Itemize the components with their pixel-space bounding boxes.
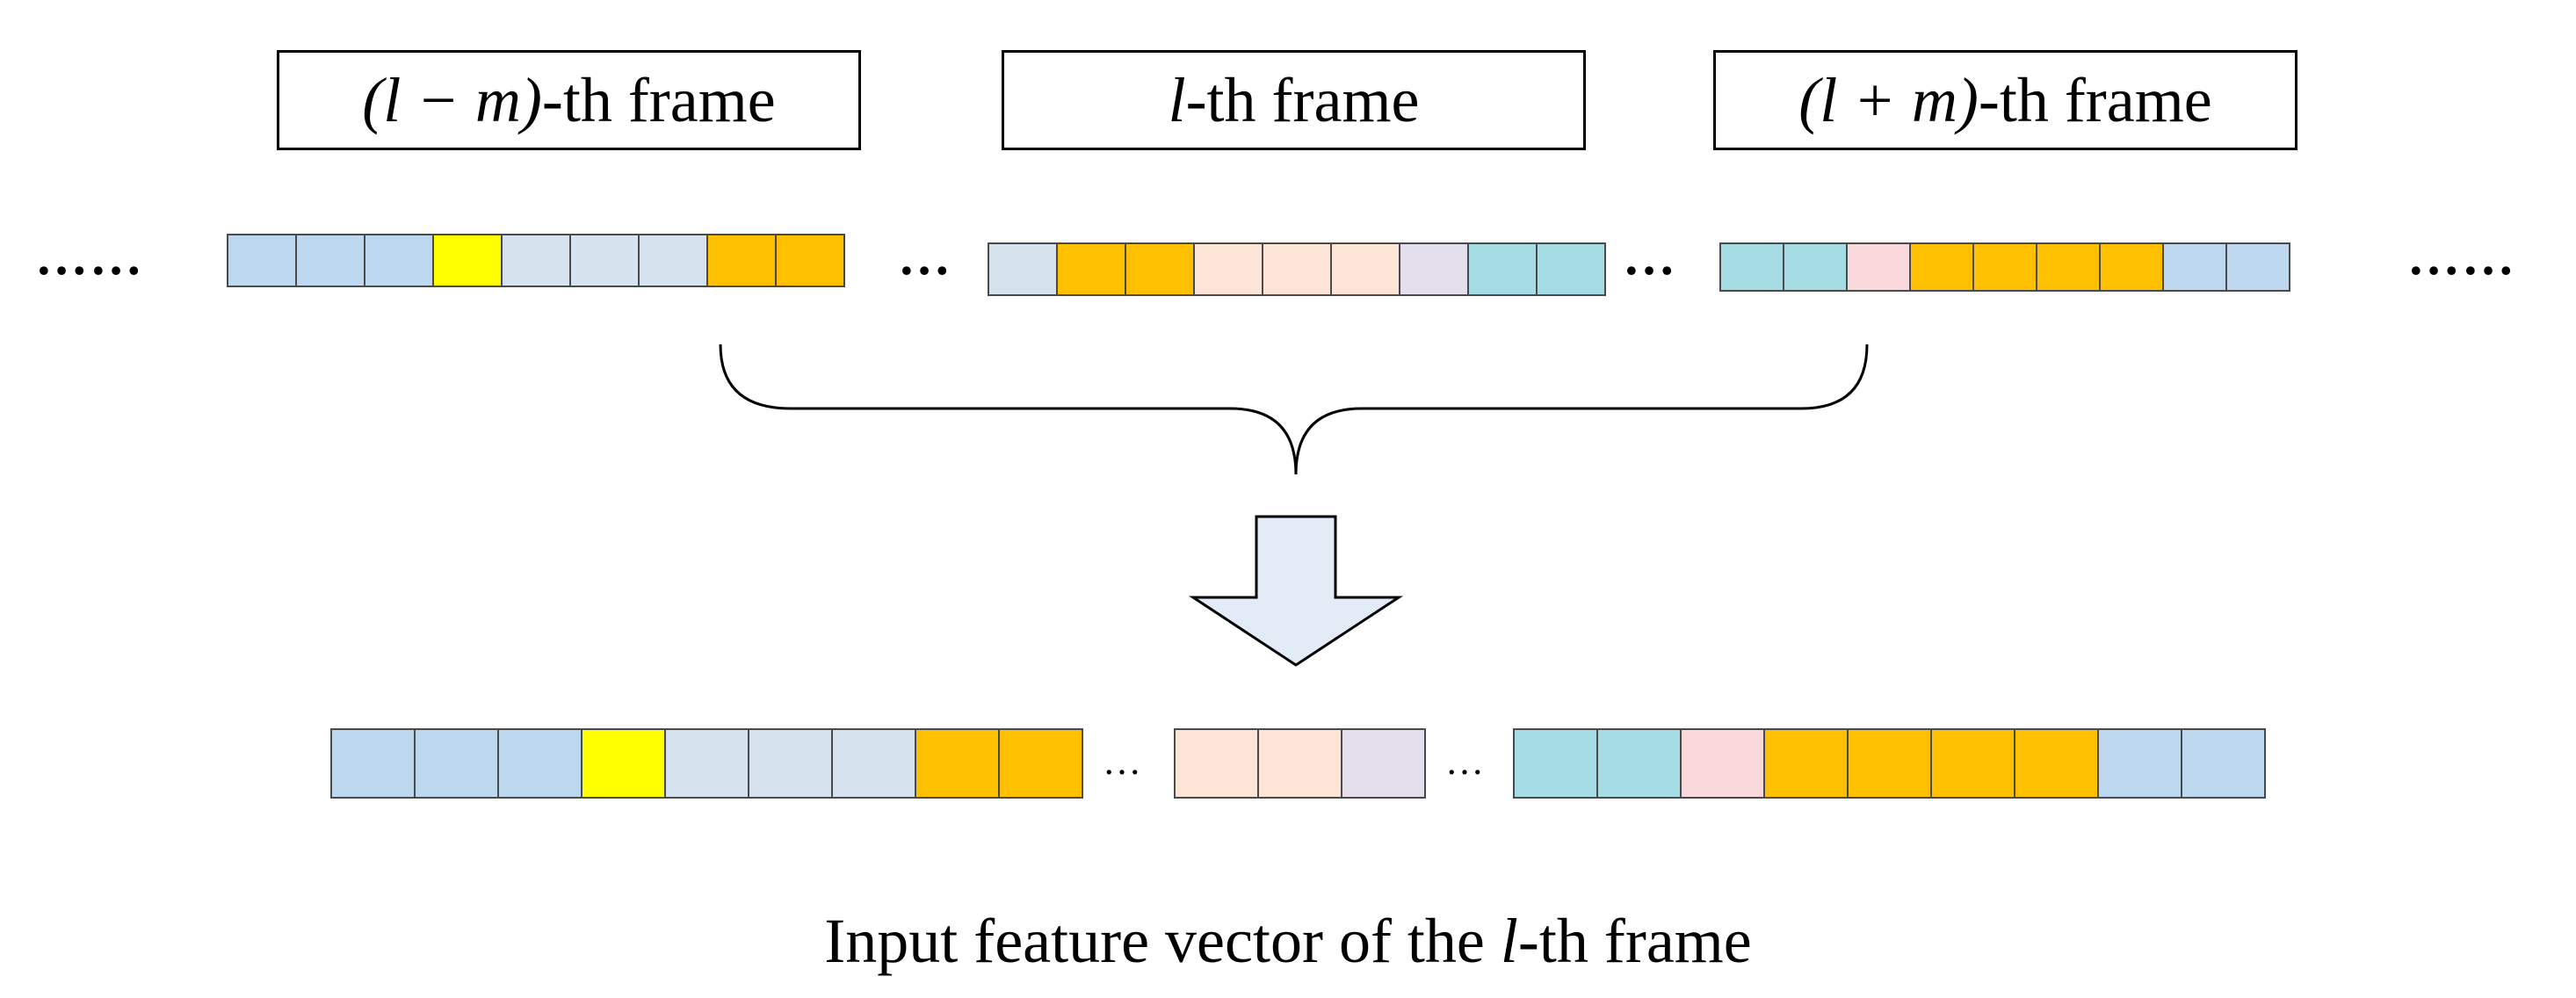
vector-cell xyxy=(998,728,1083,799)
vector-cell xyxy=(1193,242,1263,296)
vector-cell xyxy=(364,234,434,287)
vector-cell xyxy=(1513,728,1598,799)
vector-cell xyxy=(1056,242,1126,296)
next-frame-vector xyxy=(1719,242,2290,296)
vector-cell xyxy=(501,234,571,287)
vector-cell xyxy=(1930,728,2015,799)
vector-cell xyxy=(706,234,777,287)
curly-brace xyxy=(719,344,1869,475)
vector-cell xyxy=(1174,728,1259,799)
next-frame-suffix: -th frame xyxy=(1978,64,2212,135)
ellipsis-right: …… xyxy=(2407,228,2516,286)
vector-cell xyxy=(569,234,640,287)
output-vector-part-1 xyxy=(330,728,1083,799)
vector-cell xyxy=(1257,728,1342,799)
vector-cell xyxy=(1596,728,1682,799)
vector-cell xyxy=(2099,242,2164,292)
curr-frame-label: l-th frame xyxy=(1002,50,1586,150)
prev-frame-suffix: -th frame xyxy=(541,64,776,135)
vector-cell xyxy=(581,728,666,799)
next-frame-label: (l + m) -th frame xyxy=(1713,50,2297,150)
vector-cell xyxy=(1763,728,1849,799)
vector-cell xyxy=(1341,728,1426,799)
vector-cell xyxy=(2162,242,2227,292)
vector-cell xyxy=(915,728,1000,799)
ellipsis-bottom-2: … xyxy=(1445,740,1486,783)
vector-cell xyxy=(2225,242,2290,292)
curr-frame-vector xyxy=(988,242,1606,296)
vector-cell xyxy=(1125,242,1195,296)
down-arrow-icon xyxy=(1188,515,1404,667)
prev-frame-expr: (l − m) xyxy=(362,64,542,135)
vector-cell xyxy=(1467,242,1538,296)
ellipsis-left: …… xyxy=(35,228,144,286)
vector-cell xyxy=(1847,728,1932,799)
vector-cell xyxy=(2181,728,2266,799)
vector-cell xyxy=(1399,242,1469,296)
prev-frame-vector xyxy=(227,234,845,287)
vector-cell xyxy=(2014,728,2099,799)
curr-frame-expr: l xyxy=(1168,64,1186,135)
caption-prefix: Input feature vector of the xyxy=(824,906,1501,976)
vector-cell xyxy=(1846,242,1911,292)
vector-cell xyxy=(664,728,749,799)
vector-cell xyxy=(775,234,845,287)
ellipsis-bottom-1: … xyxy=(1103,740,1143,783)
vector-cell xyxy=(414,728,499,799)
output-vector-part-3 xyxy=(1513,728,2266,799)
output-vector-part-2 xyxy=(1174,728,1426,799)
vector-cell xyxy=(748,728,833,799)
vector-cell xyxy=(330,728,416,799)
vector-cell xyxy=(1783,242,1848,292)
vector-cell xyxy=(2097,728,2182,799)
ellipsis-mid-1: … xyxy=(898,228,952,286)
ellipsis-mid-2: … xyxy=(1623,228,1677,286)
vector-cell xyxy=(1330,242,1400,296)
vector-cell xyxy=(1536,242,1606,296)
curr-frame-suffix: -th frame xyxy=(1185,64,1420,135)
vector-cell xyxy=(497,728,582,799)
caption-suffix: -th frame xyxy=(1517,906,1752,976)
vector-cell xyxy=(831,728,916,799)
vector-cell xyxy=(1680,728,1765,799)
caption: Input feature vector of the l-th frame xyxy=(0,905,2576,978)
vector-cell xyxy=(1909,242,1974,292)
next-frame-expr: (l + m) xyxy=(1798,64,1979,135)
prev-frame-label: (l − m) -th frame xyxy=(277,50,861,150)
caption-var: l xyxy=(1500,906,1518,976)
